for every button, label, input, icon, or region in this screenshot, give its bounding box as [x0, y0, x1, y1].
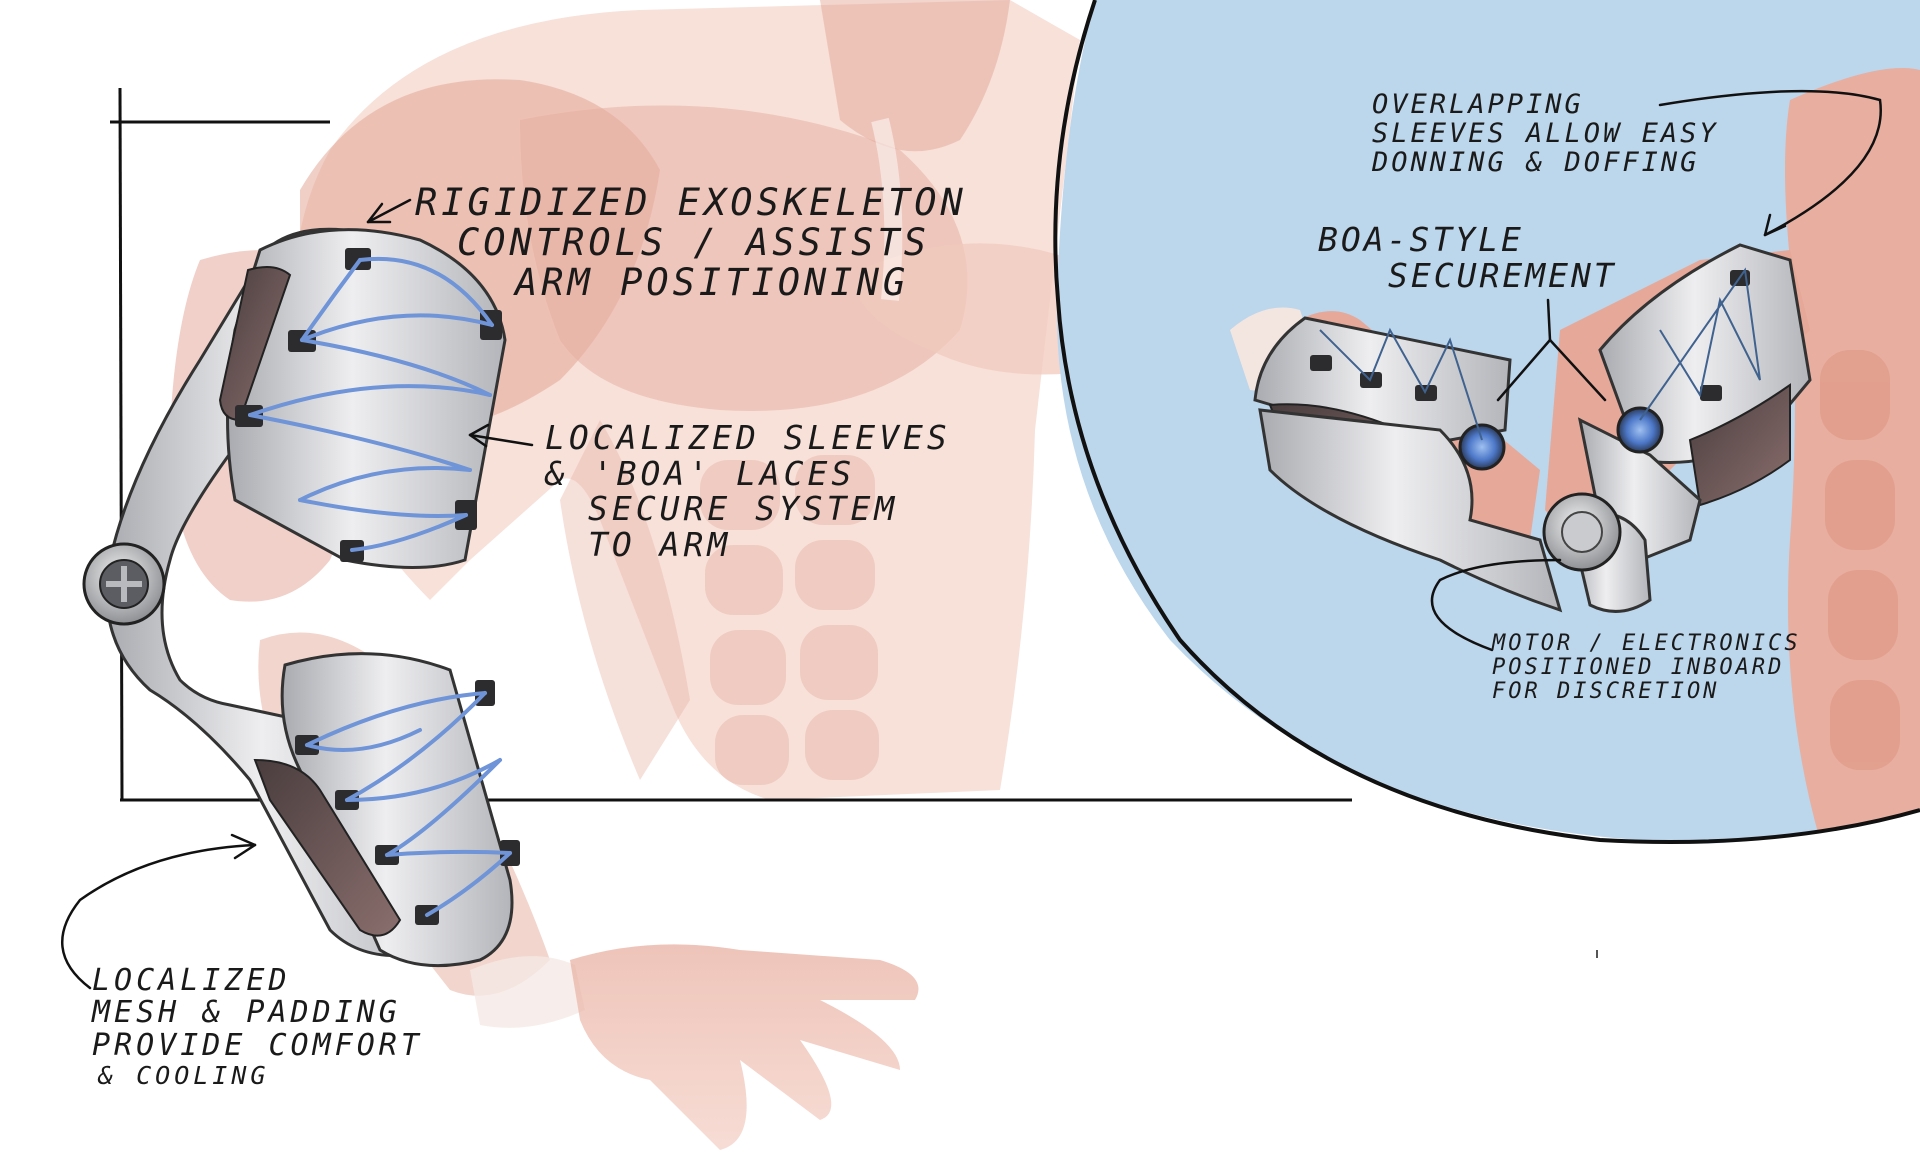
annotation-line: Arm Positioning: [515, 260, 910, 304]
annotation-line: Localized: [92, 963, 291, 998]
annotation-line: Sleeves Allow Easy: [1372, 118, 1719, 150]
annotation-line: For Discretion: [1492, 678, 1720, 704]
annotation-line: Localized Sleeves: [545, 418, 951, 457]
annotation-line: Controls / Assists: [457, 220, 930, 264]
annotation-mesh-padding: Localized Mesh & Padding Provide Comfort…: [92, 963, 423, 1091]
exoskeleton-arm-inset: [1253, 243, 1812, 613]
exoskeleton-arm-left: [82, 227, 520, 968]
annotation-line: to Arm: [588, 524, 732, 564]
annotation-line: Secure System: [588, 489, 899, 529]
annotation-line: & 'BOA' Laces: [545, 453, 856, 493]
annotation-line: Rigidized Exoskeleton: [415, 181, 967, 224]
annotation-line: Motor / Electronics: [1492, 631, 1801, 656]
annotation-line: & Cooling: [98, 1061, 270, 1091]
annotation-sleeves-laces: Localized Sleeves & 'BOA' Laces Secure S…: [545, 420, 951, 563]
annotation-line: Overlapping: [1372, 89, 1584, 120]
leader-lines: [60, 89, 1882, 990]
annotation-line: Provide Comfort: [92, 1027, 423, 1063]
annotation-boa-securement: BOA-Style Securement: [1318, 222, 1617, 293]
annotation-line: Securement: [1388, 255, 1617, 295]
annotation-line: Positioned Inboard: [1492, 654, 1785, 680]
annotation-line: Mesh & Padding: [92, 995, 401, 1031]
annotation-motor-electronics: Motor / Electronics Positioned Inboard F…: [1492, 632, 1801, 703]
annotation-line: Donning & Doffing: [1372, 147, 1700, 179]
annotation-exoskeleton: Rigidized Exoskeleton Controls / Assists…: [415, 183, 967, 303]
annotation-line: BOA-Style: [1318, 220, 1524, 259]
annotation-overlapping-sleeves: Overlapping Sleeves Allow Easy Donning &…: [1372, 89, 1719, 179]
